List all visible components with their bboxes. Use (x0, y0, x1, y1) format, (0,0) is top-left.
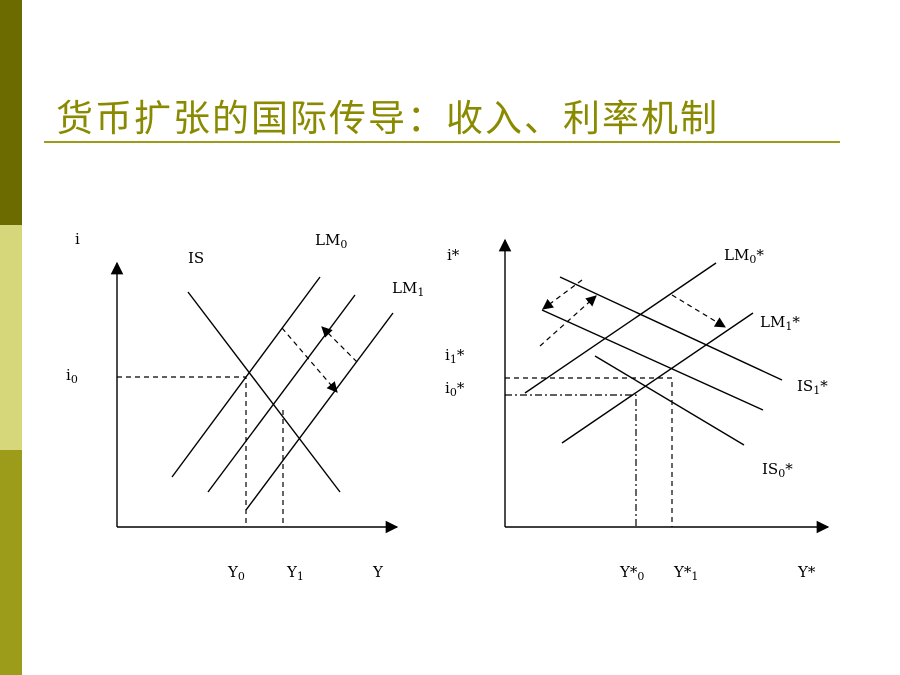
foreign-lm0-curve (524, 262, 717, 394)
foreign-i1-label: i1* (445, 346, 465, 366)
home-i0-label: i0 (66, 366, 78, 386)
foreign-lm0-label: LM0* (724, 246, 764, 266)
home-lm1-label: LM1 (392, 279, 424, 299)
foreign-country-panel: i* LM0* LM1* IS1* IS0* i1* i0* Y*0 Y*1 Y… (445, 238, 830, 583)
home-country-panel: i IS LM0 LM1 i0 Y0 Y1 Y (66, 230, 424, 583)
home-is-label: IS (188, 249, 204, 267)
foreign-lm1-curve (561, 312, 754, 444)
foreign-y1-label: Y*1 (673, 563, 698, 583)
home-y-axis-label: Y (372, 563, 384, 581)
foreign-i-axis-label: i* (447, 246, 460, 264)
home-is-curve (187, 291, 341, 493)
foreign-lm-shift-arrow (671, 294, 726, 328)
home-y0-label: Y0 (227, 563, 245, 583)
foreign-equilibrium-1-guides (505, 377, 673, 527)
home-equilibrium-0-guides (117, 376, 247, 527)
sidebar-accent-middle (0, 225, 22, 450)
home-lm1-curve (245, 312, 394, 511)
foreign-i0-label: i0* (445, 379, 465, 399)
foreign-y0-label: Y*0 (619, 563, 644, 583)
sidebar-accent-bottom (0, 450, 22, 675)
foreign-lm1-label: LM1* (760, 313, 800, 333)
home-lm0-label: LM0 (315, 231, 347, 251)
foreign-y-axis-label: Y* (797, 563, 816, 581)
title-underline (44, 141, 840, 143)
foreign-is-shift-arrow-left (542, 279, 583, 310)
foreign-equilibrium-0-guides (505, 394, 637, 527)
home-y1-label: Y1 (286, 563, 304, 583)
foreign-is1-label: IS1* (797, 377, 828, 397)
home-i-axis-label: i (75, 230, 80, 248)
slide-title: 货币扩张的国际传导：收入、利率机制 (56, 97, 719, 140)
foreign-is1-curve (559, 276, 783, 381)
foreign-is-shift-arrow-up (539, 295, 597, 347)
foreign-is0-label: IS0* (762, 460, 793, 480)
foreign-is0-curve (594, 355, 745, 446)
sidebar-accent-top (0, 0, 22, 225)
foreign-is-shift-intermediate (541, 309, 764, 411)
